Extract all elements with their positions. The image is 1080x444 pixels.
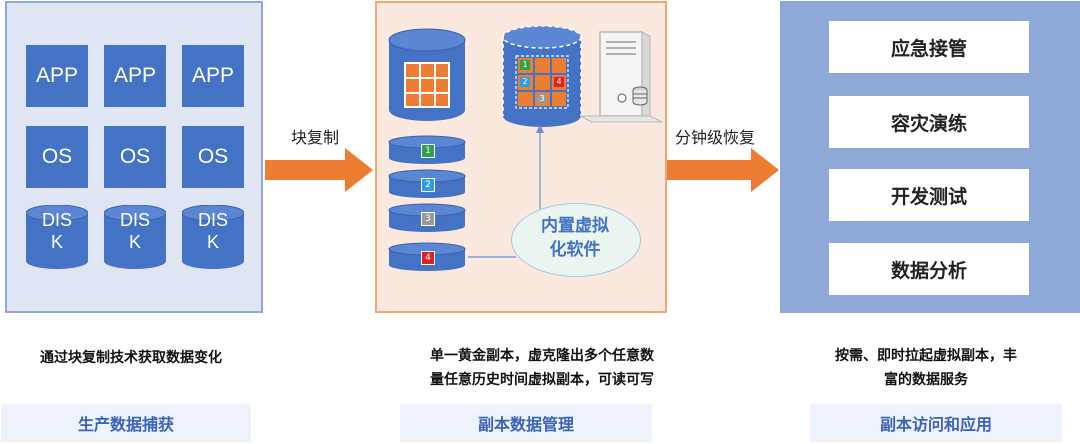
minute-recovery-label: 分钟级恢复 <box>675 128 756 147</box>
snapshot-number: 2 <box>421 178 435 192</box>
virtual-cell-number: 3 <box>539 94 545 103</box>
snapshot-disk-4: 4 <box>388 242 466 272</box>
snapshot-disk-3: 3 <box>388 203 466 233</box>
golden-copy-icon <box>388 28 466 121</box>
virtualization-software-bubble <box>511 203 641 277</box>
disk-icon: DIS K <box>25 204 89 269</box>
virtualization-label-line1: 内置虚拟 <box>541 216 609 236</box>
app-tile: APP <box>182 45 244 107</box>
right-arrow-icon <box>667 148 779 192</box>
snapshot-number: 4 <box>421 251 435 265</box>
right-arrow-icon <box>265 148 373 192</box>
connector-lines <box>468 124 544 258</box>
production-caption: 通过块复制技术获取数据变化 <box>40 350 222 366</box>
disk-label: DIS K <box>197 210 228 252</box>
virtualization-label-line2: 化软件 <box>549 240 601 260</box>
disk-label: DIS K <box>41 210 72 252</box>
copy-mgmt-caption: 单一黄金副本，虚克隆出多个任意数 量任意历史时间虚拟副本，可读可写 <box>380 344 704 392</box>
snapshot-disk-2: 2 <box>388 169 466 199</box>
virtual-cell-number: 2 <box>522 77 528 86</box>
disk-icon: DIS K <box>181 204 245 269</box>
os-tile: OS <box>182 126 244 188</box>
snapshot-number: 3 <box>421 212 435 226</box>
snapshot-disk-1: 1 <box>388 135 466 165</box>
service-data-analysis: 数据分析 <box>829 243 1029 295</box>
services-caption-line1: 按需、即时拉起虚拟副本，丰 <box>835 348 1017 364</box>
virtual-cell-number: 1 <box>522 60 528 69</box>
disk-icon: DIS K <box>103 204 167 269</box>
virtual-cell-number: 4 <box>556 77 562 86</box>
app-tile: APP <box>104 45 166 107</box>
os-tile: OS <box>26 126 88 188</box>
services-footer: 副本访问和应用 <box>810 404 1062 442</box>
os-tile: OS <box>104 126 166 188</box>
snapshot-number: 1 <box>421 144 435 158</box>
service-dev-test: 开发测试 <box>829 169 1029 221</box>
service-dr-drill: 容灾演练 <box>829 96 1029 148</box>
app-tile: APP <box>26 45 88 107</box>
service-emergency-takeover: 应急接管 <box>829 21 1029 73</box>
disk-label: DIS K <box>119 210 150 252</box>
virtual-copy-icon <box>502 26 582 127</box>
services-caption: 按需、即时拉起虚拟副本，丰 富的数据服务 <box>788 344 1064 392</box>
virtualization-label: 内置虚拟 化软件 <box>511 214 639 262</box>
services-caption-line2: 富的数据服务 <box>884 372 968 388</box>
copy-mgmt-caption-line1: 单一黄金副本，虚克隆出多个任意数 <box>430 348 654 364</box>
block-replication-label: 块复制 <box>291 128 340 147</box>
copy-mgmt-caption-line2: 量任意历史时间虚拟副本，可读可写 <box>430 372 654 388</box>
production-footer: 生产数据捕获 <box>1 404 251 442</box>
server-icon <box>579 31 663 123</box>
copy-mgmt-footer: 副本数据管理 <box>400 404 652 442</box>
